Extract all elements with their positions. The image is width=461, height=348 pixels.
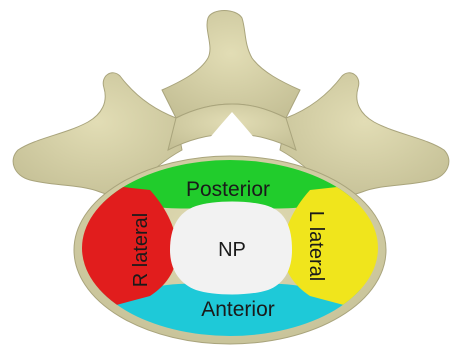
posterior-label: Posterior xyxy=(186,178,270,201)
l-lateral-label: L lateral xyxy=(305,211,327,281)
spinous-process xyxy=(162,11,300,119)
r-lateral-label: R lateral xyxy=(130,213,152,287)
anterior-label: Anterior xyxy=(201,298,275,321)
np-label: NP xyxy=(218,239,246,261)
